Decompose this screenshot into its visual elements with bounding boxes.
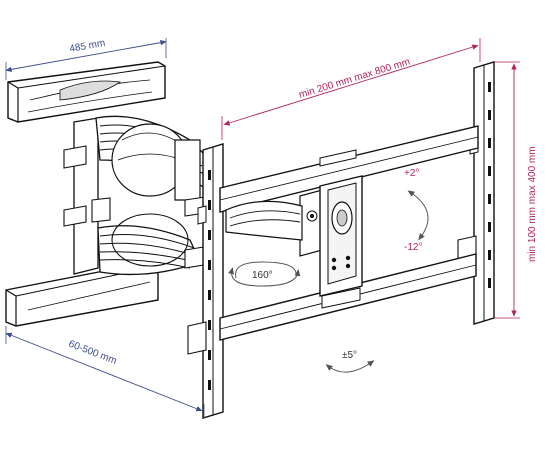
dimension-vesa-horizontal-label: min 200 mm max 800 mm [298,57,412,101]
rotation-indicator: ±5° [325,350,375,373]
dimension-arm-width-label: 485 mm [69,38,106,55]
dimension-vesa-vertical-label: min 100 mm max 400 mm [527,146,538,262]
vesa-bar-left-slots [208,170,211,390]
horizontal-rail-bottom [219,253,477,341]
rotation-label: ±5° [342,350,357,361]
dimension-vesa-horizontal: min 200 mm max 800 mm [221,38,481,140]
horizontal-rail-top [219,125,479,213]
dimension-vesa-vertical: min 100 mm max 400 mm [494,61,538,319]
tilt-indicator: +2° -12° [404,168,429,253]
wall-column [63,117,111,275]
tilt-down-label: -12° [404,242,422,253]
swivel-label: 160° [252,270,273,281]
vesa-bar-right [457,61,495,325]
dimension-wall-distance: 60-500 mm [5,326,205,418]
dimension-wall-distance-label: 60-500 mm [67,339,118,367]
wall-plate-top [7,61,166,123]
swivel-indicator: 160° [228,261,301,287]
vesa-bar-right-slots [488,82,491,288]
tilt-mechanism [225,175,363,297]
tilt-up-label: +2° [404,168,419,179]
